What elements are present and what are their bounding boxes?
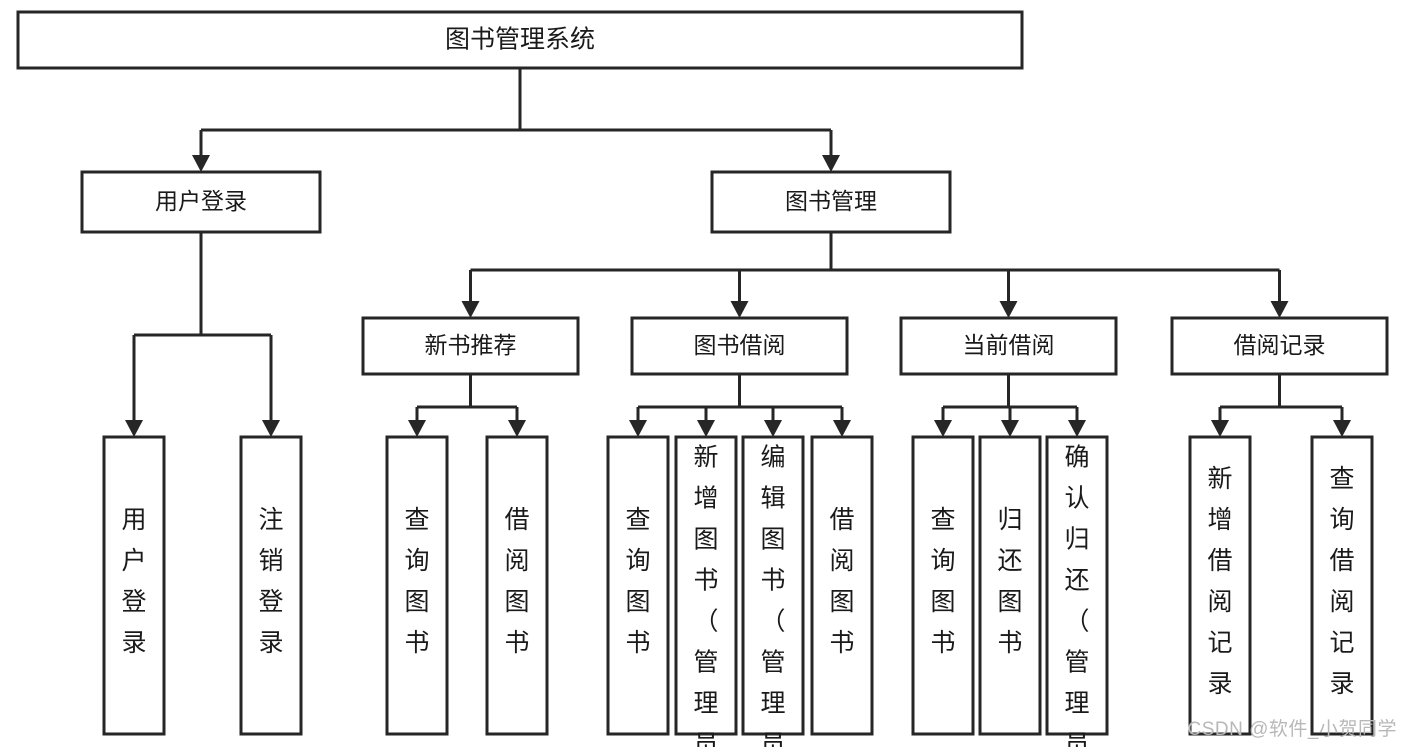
- leaf-add-book-box[interactable]: [674, 435, 738, 736]
- borrow-record-label: 借阅记录: [1234, 332, 1326, 358]
- leaf-user-logout-label: 注销登录: [258, 506, 283, 657]
- node-leaf-query-book-2[interactable]: 查询图书: [606, 435, 670, 736]
- leaf-borrow-book-1-box[interactable]: [485, 435, 549, 736]
- level2-layer: 用户登录 图书管理: [80, 170, 952, 234]
- leaf-query-book-3-box[interactable]: [911, 435, 975, 736]
- arrow-to-leaf-user-login: [125, 420, 143, 437]
- arrow-to-leaf-borrow-book-2: [833, 420, 851, 437]
- leaf-edit-book-label: 编辑图书（管理员）: [760, 444, 785, 747]
- arrow-to-new-book-recommend: [461, 301, 480, 318]
- node-book-manage[interactable]: 图书管理: [710, 170, 952, 234]
- arrow-to-user-login: [192, 155, 210, 172]
- leaf-query-book-2-box[interactable]: [606, 435, 670, 736]
- leaf-return-book-label: 归还图书: [997, 506, 1022, 657]
- leaf-user-logout-box[interactable]: [239, 435, 303, 736]
- node-leaf-user-login[interactable]: 用户登录: [102, 435, 166, 736]
- level3-layer: 新书推荐 图书借阅 当前借阅 借阅记录: [361, 316, 1389, 376]
- node-current-borrow[interactable]: 当前借阅: [899, 316, 1118, 376]
- leaf-user-login-box[interactable]: [102, 435, 166, 736]
- arrow-to-leaf-edit-book: [764, 420, 782, 437]
- arrow-to-borrow-record: [1270, 301, 1289, 318]
- arrow-to-leaf-add-record: [1211, 420, 1229, 437]
- node-leaf-add-book[interactable]: 新增图书（管理员）: [674, 435, 738, 747]
- node-leaf-confirm-return[interactable]: 确认归还（管理员）: [1045, 435, 1109, 747]
- node-borrow-record[interactable]: 借阅记录: [1170, 316, 1389, 376]
- root-box[interactable]: [16, 10, 1024, 70]
- leaf-add-book-label: 新增图书（管理员）: [693, 444, 718, 747]
- arrow-to-book-borrow: [730, 301, 749, 318]
- node-leaf-query-book-1[interactable]: 查询图书: [385, 435, 449, 736]
- node-leaf-query-record[interactable]: 查询借阅记录: [1310, 435, 1374, 736]
- arrow-to-leaf-confirm-return: [1068, 420, 1086, 437]
- user-login-label: 用户登录: [155, 188, 247, 214]
- leaf-add-record-label: 新增借阅记录: [1207, 465, 1232, 698]
- arrow-to-leaf-borrow-book-1: [508, 420, 526, 437]
- leaf-query-record-box[interactable]: [1310, 435, 1374, 736]
- node-book-borrow[interactable]: 图书借阅: [630, 316, 849, 376]
- arrow-to-leaf-query-book-1: [408, 420, 426, 437]
- arrow-to-current-borrow: [999, 301, 1018, 318]
- book-manage-box[interactable]: [710, 170, 952, 234]
- leaf-add-record-box[interactable]: [1188, 435, 1252, 736]
- new-book-recommend-box[interactable]: [361, 316, 580, 376]
- node-user-login[interactable]: 用户登录: [80, 170, 322, 234]
- node-leaf-user-logout[interactable]: 注销登录: [239, 435, 303, 736]
- node-leaf-edit-book[interactable]: 编辑图书（管理员）: [741, 435, 805, 747]
- leaf-return-book-box[interactable]: [978, 435, 1042, 736]
- arrow-to-leaf-add-book: [697, 420, 715, 437]
- arrow-to-book-manage: [822, 155, 840, 172]
- borrow-record-box[interactable]: [1170, 316, 1389, 376]
- arrow-to-leaf-user-logout: [262, 420, 280, 437]
- leaf-query-book-1-label: 查询图书: [404, 506, 429, 657]
- root-label: 图书管理系统: [445, 26, 595, 54]
- user-login-box[interactable]: [80, 170, 322, 234]
- node-root[interactable]: 图书管理系统: [16, 10, 1024, 70]
- node-leaf-query-book-3[interactable]: 查询图书: [911, 435, 975, 736]
- arrow-to-leaf-query-book-3: [934, 420, 952, 437]
- node-leaf-return-book[interactable]: 归还图书: [978, 435, 1042, 736]
- leaf-user-login-label: 用户登录: [121, 506, 146, 657]
- arrow-to-leaf-query-record: [1333, 420, 1351, 437]
- node-new-book-recommend[interactable]: 新书推荐: [361, 316, 580, 376]
- book-manage-label: 图书管理: [785, 188, 877, 214]
- leaf-query-book-1-box[interactable]: [385, 435, 449, 736]
- arrow-to-leaf-query-book-2: [629, 420, 647, 437]
- leaf-borrow-book-2-label: 借阅图书: [829, 506, 854, 657]
- leaf-edit-book-box[interactable]: [741, 435, 805, 736]
- node-leaf-borrow-book-1[interactable]: 借阅图书: [485, 435, 549, 736]
- leaf-query-record-label: 查询借阅记录: [1329, 465, 1354, 698]
- leaf-query-book-2-label: 查询图书: [625, 506, 650, 657]
- new-book-recommend-label: 新书推荐: [425, 332, 517, 358]
- current-borrow-label: 当前借阅: [963, 332, 1055, 358]
- book-borrow-box[interactable]: [630, 316, 849, 376]
- leaf-layer: 用户登录 注销登录 查询图书 借阅图书 查询图书 新增图书（管理员） 编辑图书（管理员） 借阅…: [102, 435, 1374, 747]
- connector-layer: [125, 68, 1351, 437]
- node-leaf-add-record[interactable]: 新增借阅记录: [1188, 435, 1252, 736]
- node-leaf-borrow-book-2[interactable]: 借阅图书: [810, 435, 874, 736]
- leaf-confirm-return-box[interactable]: [1045, 435, 1109, 736]
- leaf-confirm-return-label: 确认归还（管理员）: [1064, 444, 1089, 747]
- leaf-borrow-book-1-label: 借阅图书: [504, 506, 529, 657]
- arrow-to-leaf-return-book: [1001, 420, 1019, 437]
- leaf-query-book-3-label: 查询图书: [930, 506, 955, 657]
- book-borrow-label: 图书借阅: [694, 332, 786, 358]
- current-borrow-box[interactable]: [899, 316, 1118, 376]
- leaf-borrow-book-2-box[interactable]: [810, 435, 874, 736]
